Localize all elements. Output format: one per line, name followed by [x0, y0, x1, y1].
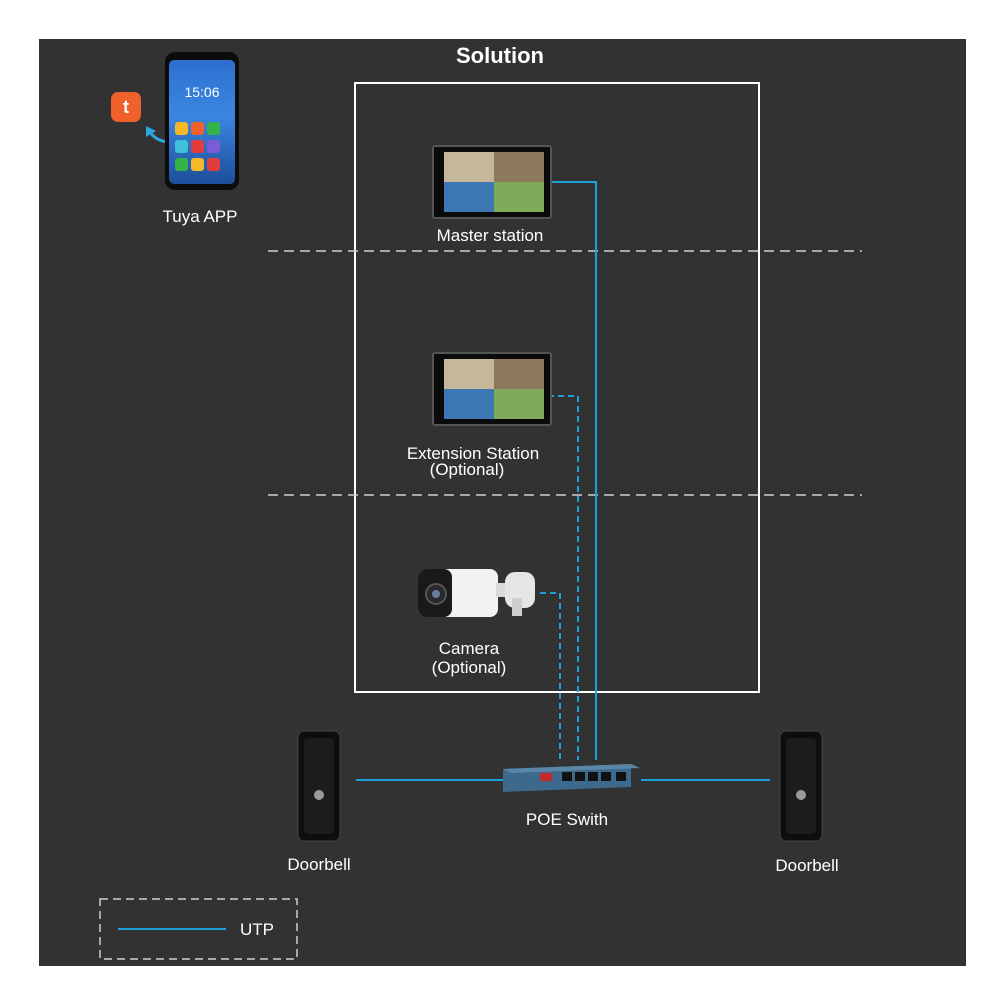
doorbell-right-label: Doorbell: [775, 856, 839, 875]
solution-frame: [354, 82, 760, 693]
camera-icon: [418, 569, 535, 617]
doorbell-left-icon: [297, 730, 341, 842]
master-station-monitor: [432, 145, 552, 219]
cable-camera: [540, 592, 561, 760]
extension-station-monitor: [432, 352, 552, 426]
doorbell-right-icon: [779, 730, 823, 842]
phone-clock: 15:06: [184, 84, 220, 100]
tuya-logo-icon: t: [111, 92, 141, 122]
smartphone-icon: 15:06: [165, 52, 239, 190]
poe-switch-label: POE Swith: [525, 810, 609, 829]
legend-utp-label: UTP: [240, 920, 274, 939]
camera-optional: (Optional): [431, 658, 507, 677]
master-station-label: Master station: [436, 226, 544, 245]
cable-extension: [548, 395, 579, 760]
tuya-logo-letter: t: [123, 96, 129, 117]
doorbell-left-label: Doorbell: [287, 855, 351, 874]
tuya-app-label: Tuya APP: [162, 207, 238, 226]
legend-box: [99, 898, 298, 960]
diagram-title: Solution: [456, 43, 544, 68]
poe-switch-icon: [503, 764, 640, 792]
camera-label: Camera: [438, 639, 500, 658]
extension-station-label: Extension Station: [406, 444, 540, 463]
cable-master: [550, 181, 597, 760]
extension-station-optional: (Optional): [429, 460, 505, 479]
